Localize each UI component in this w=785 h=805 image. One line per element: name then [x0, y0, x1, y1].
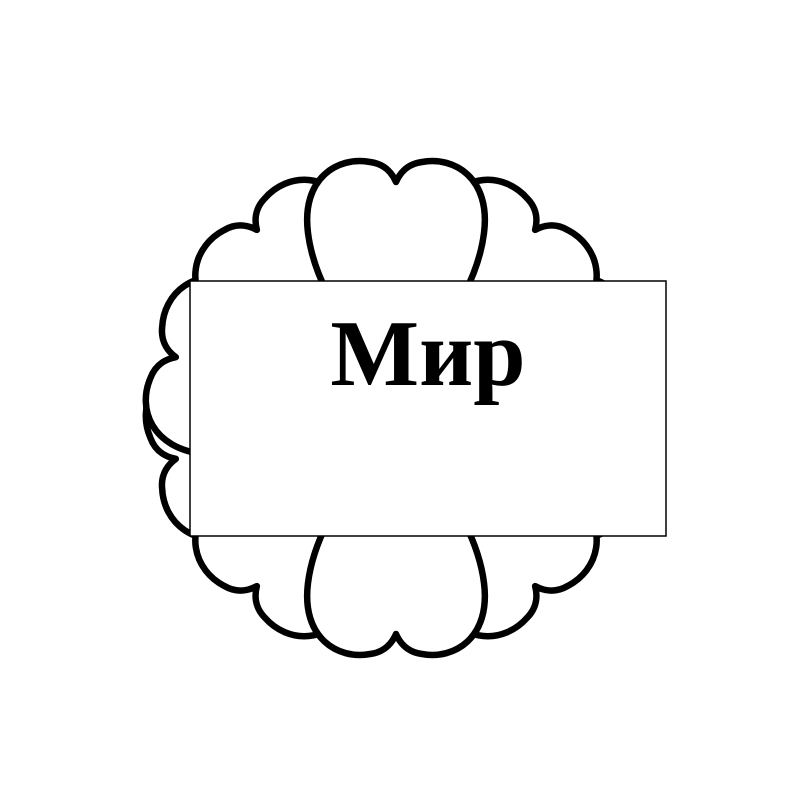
center-label: Мир	[330, 302, 525, 406]
